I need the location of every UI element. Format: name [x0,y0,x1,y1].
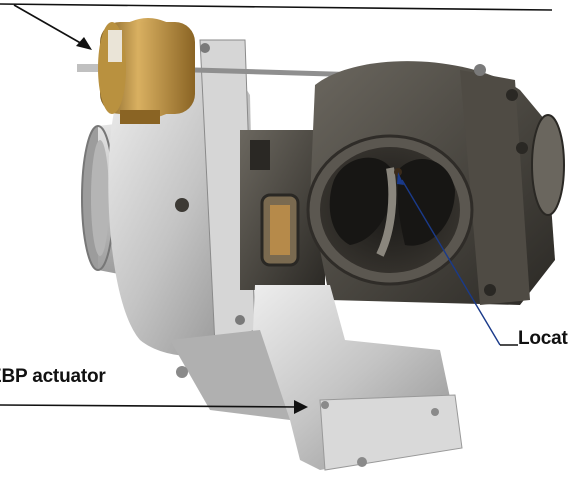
ebp-leader-line [0,400,308,414]
top-leader-line [0,3,553,50]
actuator-canister [77,18,195,124]
right-leader-line [397,172,518,346]
mounting-bracket [170,285,463,471]
location-label-partial: Locat [518,328,568,349]
compressor-housing [108,39,256,357]
ebp-actuator-label: EBP actuator [0,366,106,387]
turbine-outlet-flange [306,134,474,286]
